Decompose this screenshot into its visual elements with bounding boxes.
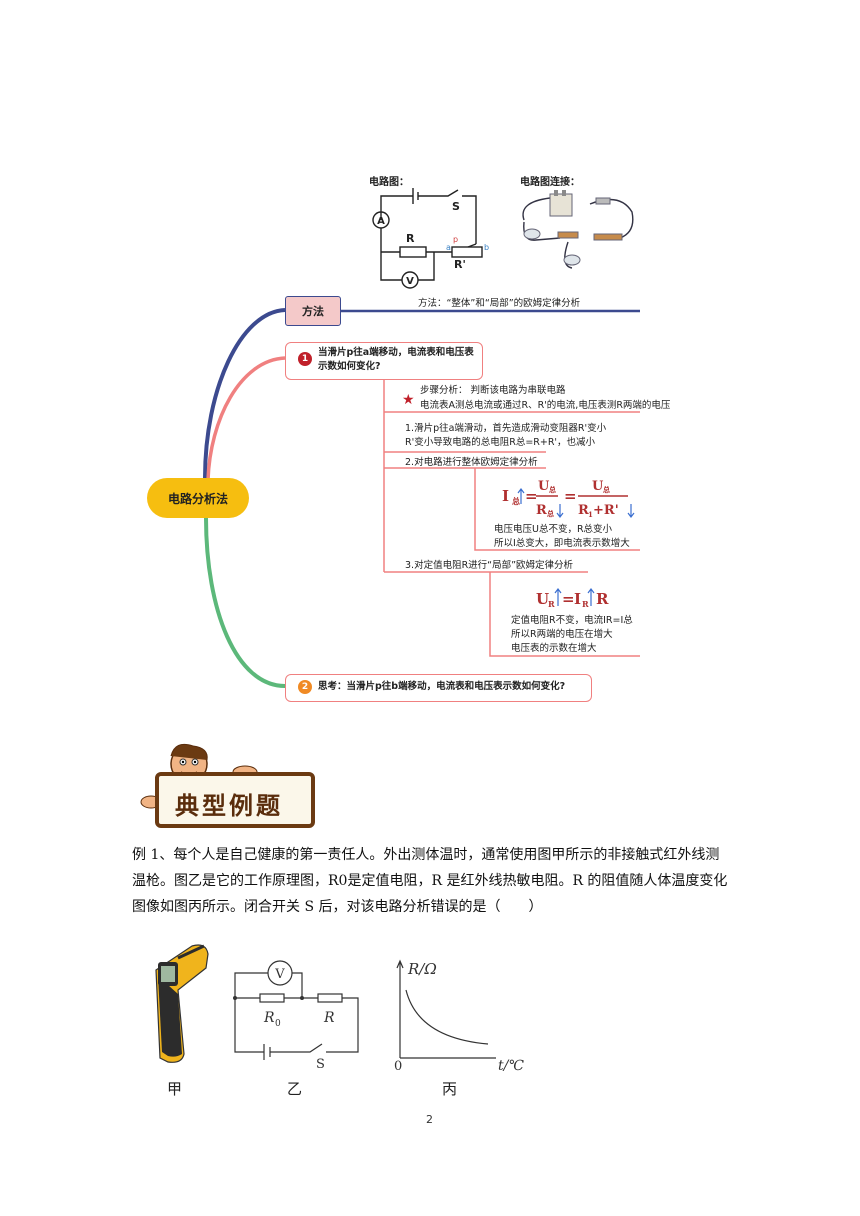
page-number: 2 xyxy=(426,1113,433,1126)
formula-1-R-sub: 总 xyxy=(547,509,554,518)
infrared-thermometer-image xyxy=(155,944,209,1063)
graph-x-axis-label: t/℃ xyxy=(498,1058,524,1074)
formula-1-R1: R xyxy=(578,503,589,518)
figure-jia-caption: 甲 xyxy=(167,1080,183,1098)
question-2-number: 2 xyxy=(298,680,312,694)
formula-local-ohm: U R = I R R xyxy=(536,588,609,609)
star-icon: ★ xyxy=(402,392,415,408)
step-2-note-1: 电压电压U总不变，R总变小 xyxy=(494,524,613,535)
formula-2-I: I xyxy=(574,590,581,608)
circuit-diagram-label: 电路图： xyxy=(369,177,409,188)
step-1-line-2: R'变小导致电路的总电阻R总=R+R'，也减小 xyxy=(405,437,596,448)
formula-total-ohm: I 总 = U 总 R 总 = U 总 R 1 +R' xyxy=(502,479,635,519)
graph-y-axis-label: R/Ω xyxy=(407,960,437,978)
r0-label: R xyxy=(263,1010,275,1026)
figure-yi-caption: 乙 xyxy=(287,1080,303,1098)
example-banner-cartoon xyxy=(140,743,315,828)
resistance-temperature-graph: R/Ω 0 t/℃ xyxy=(394,959,524,1074)
voltmeter-label: V xyxy=(406,276,414,287)
thermometer-circuit-diagram: V R 0 R S xyxy=(233,960,359,1072)
formula-2-U: U xyxy=(536,590,549,608)
step-2-title: 2.对电路进行整体欧姆定律分析 xyxy=(405,457,538,468)
formula-2-I-sub: R xyxy=(582,599,589,609)
question-2-node: 2 思考：当滑片p往b端移动，电流表和电压表示数如何变化? xyxy=(285,674,592,702)
r0-subscript: 0 xyxy=(275,1019,281,1029)
switch-label: S xyxy=(452,200,460,213)
method-node: 方法 xyxy=(285,296,341,326)
step-title: 步骤分析： 判断该电路为串联电路 xyxy=(420,385,566,396)
formula-1-U-sub: 总 xyxy=(549,485,556,494)
step-description: 电流表A测总电流或通过R、R'的电流,电压表测R两端的电压 xyxy=(420,400,671,411)
example-question-text: 例 1、每个人是自己健康的第一责任人。外出测体温时，通常使用图甲所示的非接触式红… xyxy=(132,847,728,915)
formula-2-eq: = xyxy=(562,590,575,608)
step-2-note-2: 所以I总变大，即电流表示数增大 xyxy=(494,538,630,549)
step-3-title: 3.对定值电阻R进行“局部”欧姆定律分析 xyxy=(405,560,574,571)
mindmap-root: 电路分析法 xyxy=(147,478,249,518)
formula-1-eq2: = xyxy=(564,487,577,505)
step-3-note-2: 所以R两端的电压在增大 xyxy=(511,629,613,640)
step-3-note-3: 电压表的示数在增大 xyxy=(511,643,597,654)
formula-1-I: I xyxy=(502,487,509,505)
question-1-text: 当滑片p往a端移动，电流表和电压表示数如何变化? xyxy=(318,347,474,372)
circuit-connection-label: 电路图连接： xyxy=(520,177,580,188)
formula-2-U-sub: R xyxy=(548,599,555,609)
method-description: 方法：“整体”和“局部”的欧姆定律分析 xyxy=(418,298,581,309)
formula-1-eq1: = xyxy=(525,487,538,505)
voltmeter-symbol: V xyxy=(274,967,285,982)
formula-1-plus-Rp: +R' xyxy=(593,503,619,518)
formula-1-U2-sub: 总 xyxy=(603,485,610,494)
formula-1-U2: U xyxy=(592,479,604,494)
graph-origin-label: 0 xyxy=(394,1059,402,1074)
formula-1-R: R xyxy=(536,503,547,518)
resistor-label: R xyxy=(406,232,415,245)
figure-bing-caption: 丙 xyxy=(442,1080,458,1098)
step-1-line-1: 1.滑片p往a端滑动，首先造成滑动变阻器R'变小 xyxy=(405,423,607,434)
formula-2-R: R xyxy=(596,590,609,608)
formula-1-I-sub: 总 xyxy=(512,496,520,506)
question-1-number: 1 xyxy=(298,352,312,366)
formula-1-U: U xyxy=(538,479,550,494)
terminal-b-label: b xyxy=(484,243,489,252)
r-label: R xyxy=(323,1010,335,1026)
formula-1-R1-sub: 1 xyxy=(588,510,593,519)
terminal-p-label: p xyxy=(453,235,458,244)
mindmap-branches xyxy=(203,308,640,688)
switch-s-label: S xyxy=(316,1057,325,1072)
ammeter-label: A xyxy=(377,216,385,227)
example-banner-title: 典型例题 xyxy=(175,791,283,820)
terminal-a-label: a xyxy=(446,243,451,252)
step-3-note-1: 定值电阻R不变，电流IR=I总 xyxy=(511,615,633,626)
circuit-connection-illustration xyxy=(522,190,634,269)
question-2-text: 思考：当滑片p往b端移动，电流表和电压表示数如何变化? xyxy=(318,681,566,692)
question-1-node: 1 当滑片p往a端移动，电流表和电压表示数如何变化? xyxy=(285,342,483,380)
circuit-diagram: A S R R' V a p b xyxy=(372,188,489,289)
rheostat-label: R' xyxy=(454,258,466,271)
